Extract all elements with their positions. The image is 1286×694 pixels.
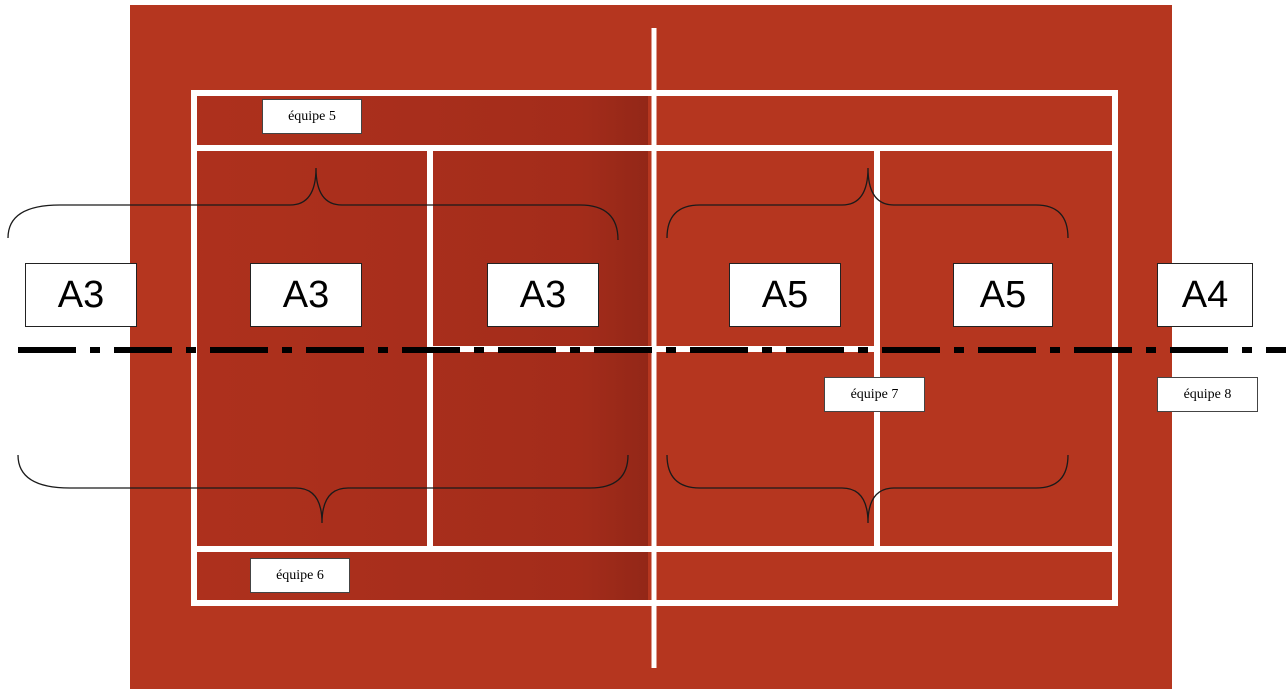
zone-label-a3-service: A3 [487,263,599,327]
team-label-6: équipe 6 [250,558,350,593]
team-label-8: équipe 8 [1157,377,1258,412]
team-label-7: équipe 7 [824,377,925,412]
brace-top-right [666,167,1069,239]
brace-top-left [7,167,619,241]
zone-braces [7,167,1069,524]
brace-bottom-left [17,454,629,524]
team-label-5: équipe 5 [262,99,362,134]
brace-bottom-right [666,454,1069,524]
zone-label-a5-service: A5 [729,263,841,327]
zone-label-a4-outside: A4 [1157,263,1253,327]
zone-label-a5-back: A5 [953,263,1053,327]
zone-label-a3-outside: A3 [25,263,137,327]
zone-label-a3-back: A3 [250,263,362,327]
